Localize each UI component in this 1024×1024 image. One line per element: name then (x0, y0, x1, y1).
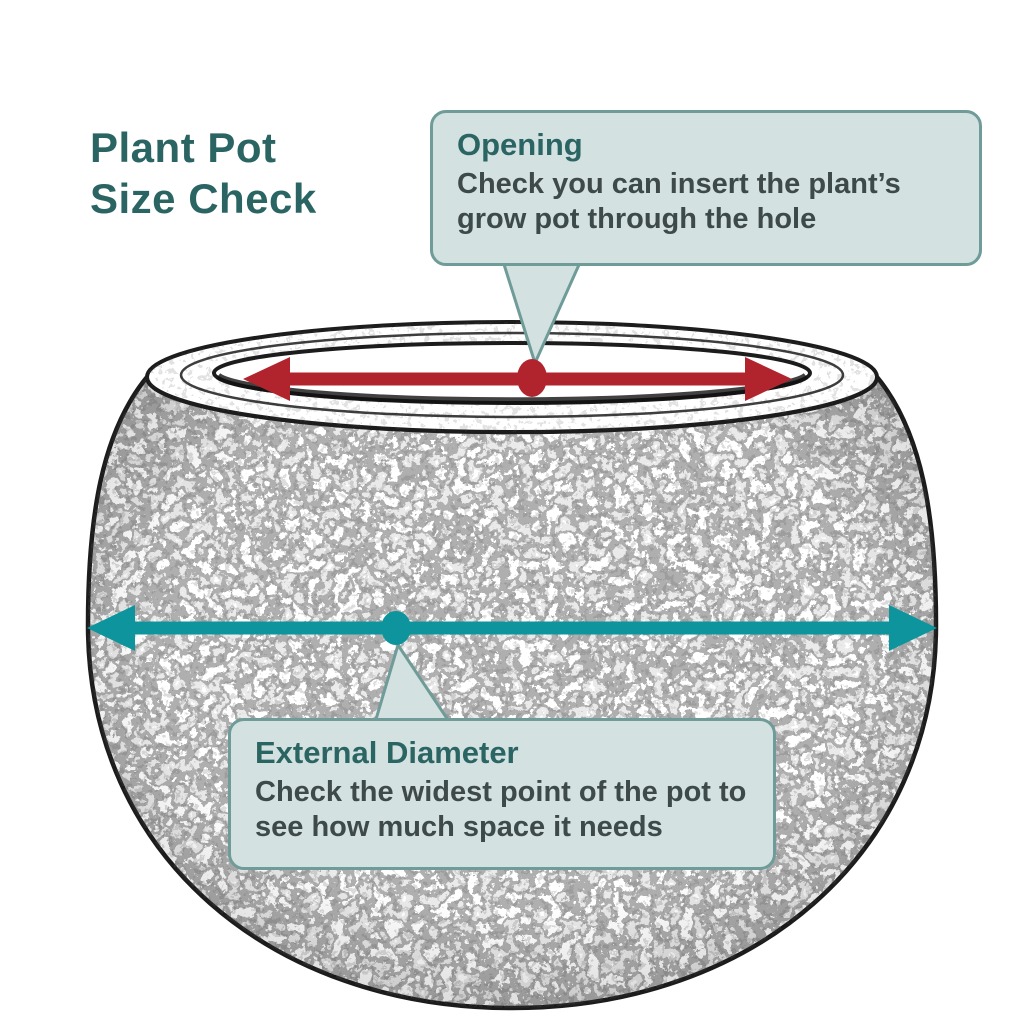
opening-arrow-dot (517, 359, 547, 397)
diameter-arrow-dot (381, 611, 411, 645)
opening-callout-title: Opening (457, 127, 583, 162)
external-diameter-callout-title: External Diameter (255, 735, 519, 770)
external-diameter-callout: External Diameter Check the widest point… (228, 718, 776, 870)
page-title-line-1: Plant Pot (90, 124, 277, 171)
opening-callout-body: Check you can insert the plant’s grow po… (457, 167, 901, 236)
page-title: Plant Pot Size Check (90, 122, 317, 224)
pot-rim-lip (179, 331, 845, 419)
opening-arrow (243, 357, 792, 401)
diameter-arrow (87, 605, 937, 651)
external-diameter-callout-body: Check the widest point of the pot to see… (255, 775, 747, 844)
pot-illustration (85, 320, 939, 1011)
opening-callout: Opening Check you can insert the plant’s… (430, 110, 982, 266)
page-title-line-2: Size Check (90, 175, 317, 223)
